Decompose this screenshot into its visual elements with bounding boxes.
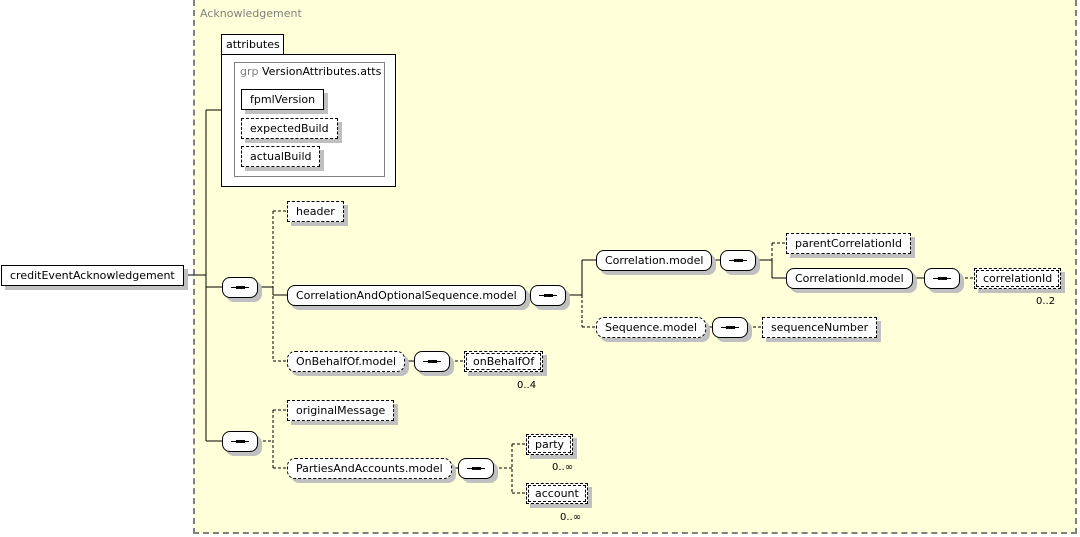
element-correlation-id[interactable]: correlationId xyxy=(974,268,1062,289)
element-parent-correlation-id[interactable]: parentCorrelationId xyxy=(786,233,911,254)
sequence-compositor-icon[interactable] xyxy=(414,351,450,372)
attribute-expected-build[interactable]: expectedBuild xyxy=(241,118,338,139)
attribute-fpml-version[interactable]: fpmlVersion xyxy=(241,89,325,110)
element-party[interactable]: party xyxy=(526,434,574,455)
sequence-compositor-icon[interactable] xyxy=(458,458,494,479)
element-sequence-number[interactable]: sequenceNumber xyxy=(762,317,878,338)
group-correlation-model[interactable]: Correlation.model xyxy=(596,250,713,271)
group-correlation-id-model[interactable]: CorrelationId.model xyxy=(786,268,913,289)
group-correlation-and-optional-sequence[interactable]: CorrelationAndOptionalSequence.model xyxy=(287,285,526,306)
sequence-compositor-icon[interactable] xyxy=(712,317,748,338)
root-element-credit-event-acknowledgement[interactable]: creditEventAcknowledgement xyxy=(1,265,184,286)
sequence-compositor-icon[interactable] xyxy=(720,250,756,271)
element-original-message[interactable]: originalMessage xyxy=(287,400,395,421)
attribute-actual-build[interactable]: actualBuild xyxy=(241,146,321,167)
group-sequence-model[interactable]: Sequence.model xyxy=(596,317,707,338)
group-parties-and-accounts-model[interactable]: PartiesAndAccounts.model xyxy=(287,458,452,479)
element-account[interactable]: account xyxy=(526,483,588,504)
group-prefix: grp xyxy=(240,65,259,78)
attributes-tab[interactable]: attributes xyxy=(221,34,284,55)
group-on-behalf-of-model[interactable]: OnBehalfOf.model xyxy=(287,351,406,372)
occurrence-party: 0..∞ xyxy=(552,462,574,473)
sequence-compositor-icon[interactable] xyxy=(222,431,258,452)
sequence-compositor-icon[interactable] xyxy=(530,285,566,306)
occurrence-correlation-id: 0..2 xyxy=(1036,296,1056,307)
occurrence-on-behalf-of: 0..4 xyxy=(517,380,537,391)
element-on-behalf-of[interactable]: onBehalfOf xyxy=(464,351,544,372)
sequence-compositor-icon[interactable] xyxy=(222,277,258,298)
element-header[interactable]: header xyxy=(287,201,344,222)
group-name: VersionAttributes.atts xyxy=(262,65,382,78)
occurrence-account: 0..∞ xyxy=(560,512,582,523)
sequence-compositor-icon[interactable] xyxy=(924,268,960,289)
complex-type-title: Acknowledgement xyxy=(200,7,302,20)
attribute-group-title: grp VersionAttributes.atts xyxy=(240,65,381,78)
